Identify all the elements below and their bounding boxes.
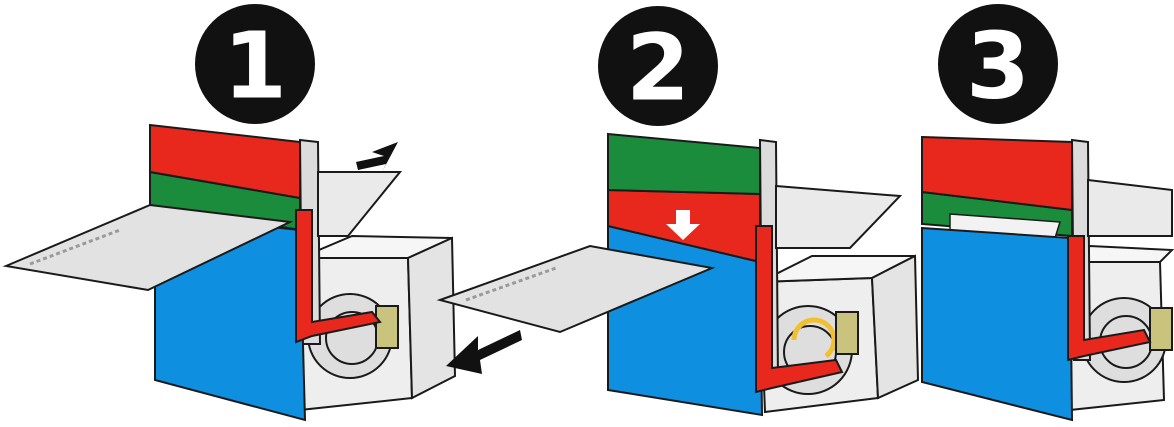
red-shutter: [149, 123, 301, 200]
push-down-arrow-icon: [666, 210, 700, 240]
sensor-block: [375, 305, 399, 349]
insert-arrow-icon: [356, 142, 398, 172]
step-1: 1: [2, 4, 457, 422]
step-3-number: 3: [966, 13, 1030, 120]
step-2-badge: 2: [598, 6, 718, 126]
stacked-card: [775, 184, 903, 249]
stacked-card: [1087, 178, 1173, 237]
step-badge-icon: [195, 4, 315, 124]
step-badge-icon: [938, 4, 1058, 124]
step-2: 2: [436, 6, 920, 417]
step-3-badge: 3: [938, 4, 1058, 124]
step-1-number: 1: [223, 13, 287, 120]
red-lever: [295, 209, 382, 344]
step-2-number: 2: [626, 15, 690, 122]
stacked-card: [317, 171, 403, 237]
red-shutter: [921, 135, 1073, 212]
inserted-card: [2, 203, 294, 292]
eject-arrow-icon: [446, 330, 522, 374]
sensor-block: [1149, 307, 1173, 351]
step-badge-icon: [598, 6, 718, 126]
ejected-card: [436, 244, 716, 334]
rotation-arrow-icon: [791, 317, 837, 358]
step-1-badge: 1: [195, 4, 315, 124]
red-lever: [1067, 235, 1152, 362]
reader-housing: [758, 254, 920, 414]
green-panel: [607, 132, 761, 196]
step-3: 3: [921, 4, 1174, 422]
sensor-block: [835, 311, 859, 355]
blue-panel: [921, 226, 1074, 422]
red-lever: [755, 225, 844, 394]
